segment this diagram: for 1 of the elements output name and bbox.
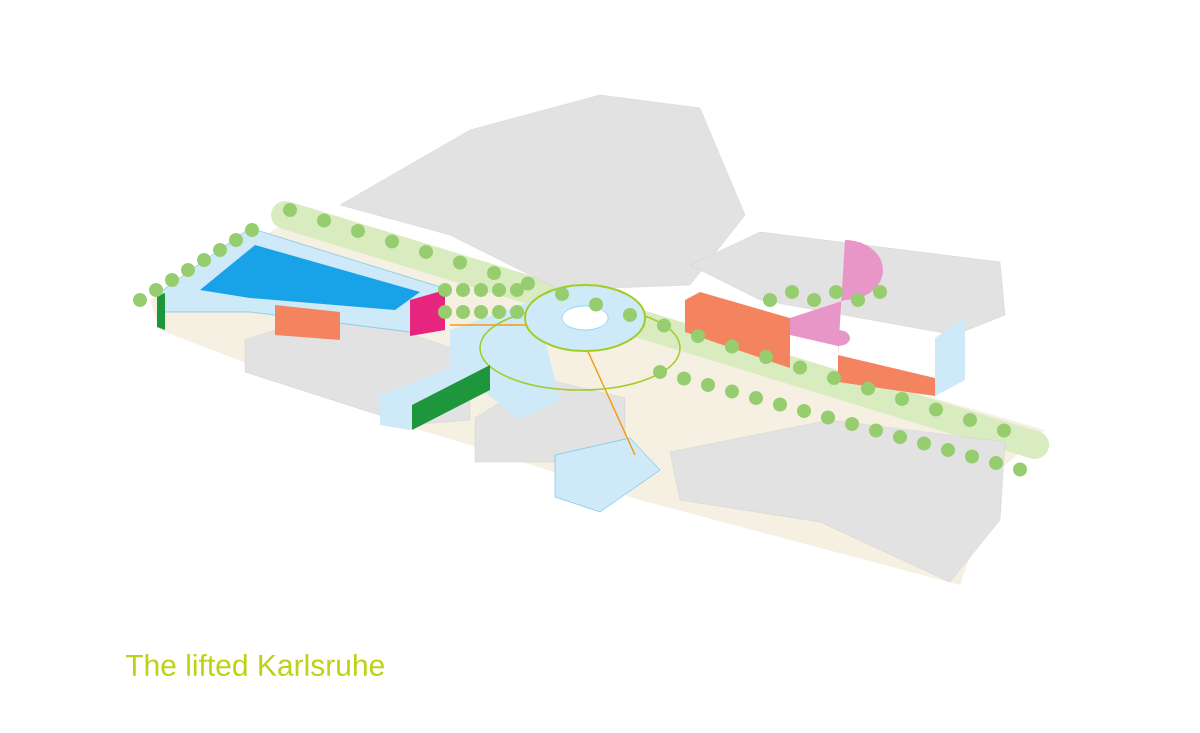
title: The lifted Karlsruhe (125, 654, 384, 676)
